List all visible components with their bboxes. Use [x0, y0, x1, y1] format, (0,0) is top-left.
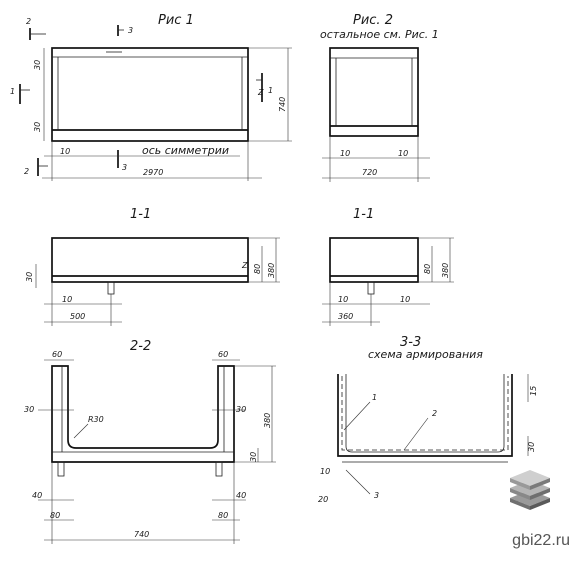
- section-3-3-label-2: 2: [432, 409, 437, 418]
- figure-1-title: Рис 1: [158, 13, 194, 28]
- section-2-bottom-label: 2: [24, 167, 29, 176]
- section-1-1-left-dim-30: 30: [25, 272, 34, 282]
- section-1-1-right-title: 1-1: [353, 207, 374, 222]
- section-2-2-radius: R30: [88, 415, 104, 424]
- section-3-3-dim-30: 30: [527, 442, 536, 452]
- section-3-3-dim-20: 20: [318, 495, 328, 504]
- section-1-1-right-dim-380: 380: [441, 263, 450, 278]
- figure-1-edge-mark: Z: [257, 88, 264, 97]
- section-2-2-title: 2-2: [130, 339, 151, 354]
- section-1-1-right-dim-10-right: 10: [400, 295, 410, 304]
- section-1-1-left-dim-500: 500: [70, 312, 85, 321]
- stacked-slabs-icon: [510, 470, 550, 510]
- slab-middle-side: [510, 488, 530, 500]
- section-2-2-dim-80-right: 80: [218, 511, 228, 520]
- section-1-1-left-dim-80: 80: [253, 264, 262, 274]
- section-1-1-right-dim-360: 360: [338, 312, 353, 321]
- section-1-1-left-title: 1-1: [130, 207, 151, 222]
- section-3-3-dim-15: 15: [529, 386, 538, 396]
- figure-2-note: остальное см. Рис. 1: [320, 28, 439, 41]
- section-2-2-dim-40-left: 40: [32, 491, 42, 500]
- section-3-3-title: 3-3: [400, 335, 421, 350]
- slab-top-front: [530, 478, 550, 490]
- section-2-2-radius-leader: [73, 423, 89, 439]
- section-1-1-left-dim-10: 10: [62, 295, 72, 304]
- section-3-3: 3-3 схема армирования 1 2 3 15 30 10 20 …: [318, 335, 538, 504]
- section-1-1-left: 1-1 Z 30 10 500 80 380: [25, 207, 280, 326]
- figure-2-dim-10-left: 10: [340, 149, 350, 158]
- figure-2-dim-width: 720: [362, 168, 377, 177]
- figure-1-dim-10: 10: [60, 147, 70, 156]
- section-2-2-dim-60-left: 60: [52, 350, 62, 359]
- section-2-2-dim-380: 380: [263, 413, 272, 428]
- figure-2-title: Рис. 2: [353, 13, 393, 28]
- section-2-2-loop-left: [57, 461, 65, 477]
- figure-2-plan: Рис. 2 остальное см. Рис. 1 10 10 720: [320, 13, 439, 182]
- section-1-right-label: 1: [268, 86, 273, 95]
- section-3-3-mesh-1: [341, 376, 509, 451]
- section-3-3-label-3: 3: [374, 491, 379, 500]
- section-3-3-leader-1: [343, 401, 371, 431]
- section-2-2-dim-80-left: 80: [50, 511, 60, 520]
- section-1-1-left-dim-380: 380: [267, 263, 276, 278]
- section-1-1-left-outline: [51, 237, 249, 283]
- section-2-2: 2-2 60 60 30 30 R30 380 30 40 40 80 80 7…: [24, 339, 276, 544]
- section-2-2-loop-right: [215, 461, 223, 477]
- section-3-3-leader-2: [403, 417, 429, 451]
- section-2-2-dim-30-left: 30: [24, 405, 34, 414]
- section-3-3-dim-10: 10: [320, 467, 330, 476]
- figure-1-dim-30-bottom: 30: [33, 122, 42, 132]
- slab-top-side: [510, 478, 530, 490]
- section-2-2-dim-740: 740: [134, 530, 149, 539]
- section-2-2-outline: [51, 365, 235, 463]
- section-1-1-left-edge-mark: Z: [241, 261, 248, 270]
- section-2-2-dim-60-right: 60: [218, 350, 228, 359]
- section-3-3-inner-contour: [345, 374, 505, 453]
- section-2-2-dim-30-base: 30: [249, 452, 258, 462]
- figure-1-dim-width: 740: [278, 97, 287, 112]
- figure-1-outline: [51, 47, 249, 142]
- slab-bottom-side: [510, 498, 530, 510]
- section-2-2-dim-30-right: 30: [236, 405, 246, 414]
- slab-bottom-front: [530, 498, 550, 510]
- slab-middle-front: [530, 488, 550, 500]
- figure-1-dim-length: 2970: [143, 168, 163, 177]
- section-3-3-label-1: 1: [372, 393, 377, 402]
- section-1-1-right: 1-1 10 10 360 80 380: [322, 207, 454, 326]
- figure-2-dim-10-right: 10: [398, 149, 408, 158]
- section-3-3-subtitle: схема армирования: [368, 348, 483, 361]
- section-2-top-label: 2: [26, 17, 31, 26]
- section-2-2-dim-40-right: 40: [236, 491, 246, 500]
- site-watermark[interactable]: gbi22.ru: [512, 532, 570, 549]
- section-1-1-left-lifting-loop: [107, 281, 115, 295]
- figure-2-outline: [329, 47, 419, 137]
- figure-1-plan: Рис 1 Z 2 1 3 1 3 2 30 30 10 ось симметр…: [10, 13, 292, 181]
- section-1-1-right-lifting-loop: [367, 281, 375, 295]
- section-3-top-label: 3: [128, 26, 133, 35]
- section-3-3-leader-3: [345, 469, 371, 495]
- section-1-1-right-dim-10-left: 10: [338, 295, 348, 304]
- section-3-bottom-label: 3: [122, 163, 127, 172]
- section-3-3-outer-contour: [337, 374, 513, 457]
- section-1-1-right-dim-80: 80: [423, 264, 432, 274]
- figure-1-axis-note: ось симметрии: [142, 144, 229, 157]
- section-1-left-label: 1: [10, 87, 15, 96]
- figure-1-dim-30-top: 30: [33, 60, 42, 70]
